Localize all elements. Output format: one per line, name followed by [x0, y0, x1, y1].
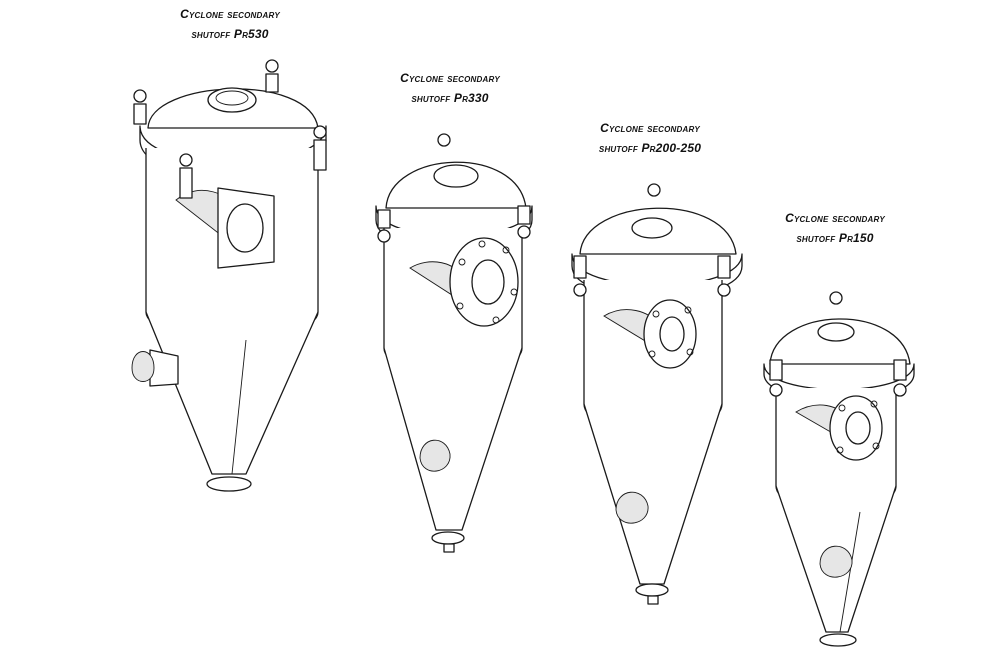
label-pr330-line2: shutoff Pr330 [411, 91, 489, 105]
label-pr530: Cyclone secondary shutoff Pr530 [150, 4, 310, 44]
pr330-side-port [419, 439, 451, 472]
pr200-250-clamps [573, 255, 731, 297]
label-pr150-line1: Cyclone secondary [785, 211, 885, 225]
cyclone-pr330 [375, 133, 533, 553]
pr530-side-port [131, 351, 155, 382]
pr150-side-port [819, 545, 853, 578]
label-pr200-250-line2: shutoff Pr200-250 [598, 141, 702, 155]
pr150-lid [769, 318, 911, 365]
pr200-250-cone [583, 403, 723, 585]
pr200-250-outlet [635, 583, 669, 597]
label-pr330-line1: Cyclone secondary [400, 71, 500, 85]
pr200-250-side-port [615, 491, 649, 524]
pr330-outlet [431, 531, 465, 545]
cyclone-pr200-250 [571, 183, 743, 605]
cyclone-pr530 [131, 59, 327, 492]
pr150-clamps [769, 359, 907, 397]
label-pr330: Cyclone secondary shutoff Pr330 [370, 68, 530, 108]
pr150-outlet [819, 633, 857, 647]
pr150-top-port [817, 322, 855, 342]
label-pr200-250-line1: Cyclone secondary [600, 121, 700, 135]
label-pr150-line2: shutoff Pr150 [796, 231, 874, 245]
label-pr530-line2: shutoff Pr530 [191, 27, 269, 41]
label-pr150: Cyclone secondary shutoff Pr150 [755, 208, 915, 248]
pr200-250-top-port [631, 217, 673, 239]
pr530-cone [145, 311, 319, 475]
label-pr530-line1: Cyclone secondary [180, 7, 280, 21]
pr330-clamps [377, 205, 531, 243]
cyclone-pr150 [763, 291, 915, 647]
pr530-top-port [207, 87, 257, 113]
pr330-top-port [433, 164, 479, 188]
pr530-clamps [133, 59, 327, 199]
pr330-cone [383, 347, 523, 531]
pr530-outlet [206, 476, 252, 492]
label-pr200-250: Cyclone secondary shutoff Pr200-250 [570, 118, 730, 158]
